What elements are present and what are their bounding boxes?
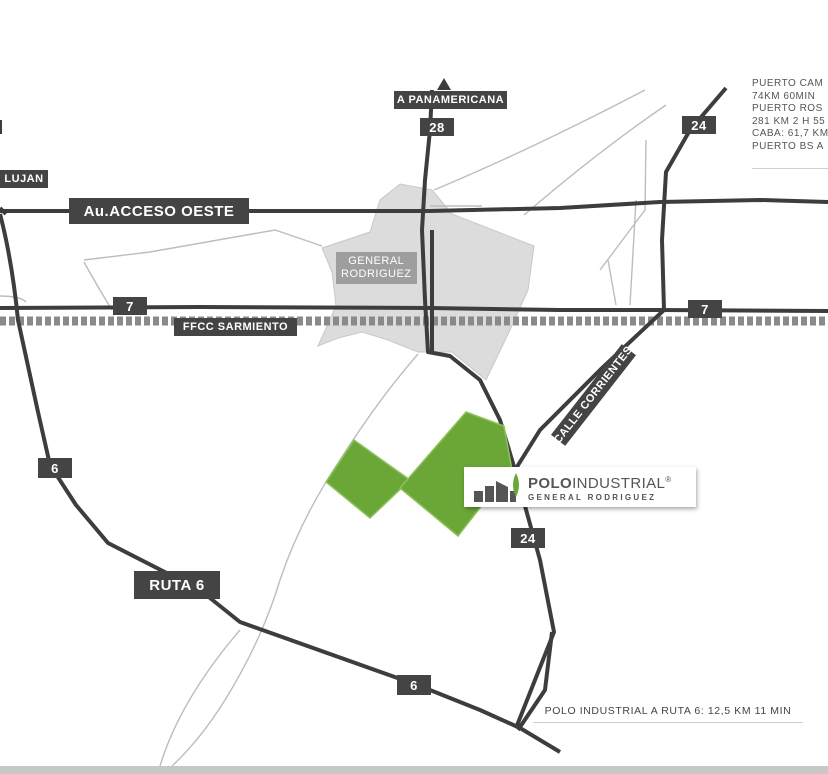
label-route-6-left: 6 [38, 458, 72, 478]
road-route-24-south-east [516, 631, 554, 732]
district-line-1: GENERAL [348, 255, 405, 267]
road-route-24 [513, 86, 728, 729]
distance-line: PUERTO BS A [752, 140, 824, 152]
logo-building-icon [474, 473, 519, 502]
bottom-border [0, 766, 828, 774]
label-route-7-left: 7 [113, 297, 147, 315]
distance-info-panel: PUERTO CAM 74KM 60MIN PUERTO ROS 281 KM … [752, 78, 828, 153]
district-line-2: RODRIGUEZ [341, 268, 412, 280]
distance-line: CABA: 61,7 KM [752, 128, 828, 139]
road-route-28 [420, 89, 517, 471]
label-ruta-6: RUTA 6 [134, 571, 220, 599]
label-acceso-oeste: Au.ACCESO OESTE [69, 198, 249, 224]
distance-line: PUERTO CAM [752, 78, 824, 89]
polo-industrial-logo: POLOINDUSTRIAL® GENERAL RODRIGUEZ [464, 467, 696, 507]
footnote-distance: POLO INDUSTRIAL A RUTA 6: 12,5 KM 11 MIN [533, 700, 803, 723]
label-panamericana: A PANAMERICANA [394, 91, 507, 109]
label-route-24-bottom: 24 [511, 528, 545, 548]
logo-name: POLOINDUSTRIAL® [528, 472, 672, 492]
distance-info-divider [752, 168, 828, 169]
logo-text: POLOINDUSTRIAL® GENERAL RODRIGUEZ [528, 472, 672, 503]
label-general-rodriguez: GENERAL RODRIGUEZ [336, 252, 417, 284]
label-ffcc-sarmiento: FFCC SARMIENTO [174, 318, 297, 336]
label-route-28: 28 [420, 118, 454, 136]
logo-leaf-icon [513, 473, 519, 497]
road-route-6 [0, 213, 562, 754]
logo-subtitle: GENERAL RODRIGUEZ [528, 492, 657, 502]
distance-line: 74KM 60MIN [752, 90, 816, 102]
label-route-7-right: 7 [688, 300, 722, 318]
distance-line: 281 KM 2 H 55 [752, 115, 826, 127]
logo-name-part2: INDUSTRIAL [572, 474, 666, 492]
road-lujan [0, 206, 8, 216]
north-arrow-icon [437, 78, 451, 90]
logo-name-part1: POLO [528, 474, 573, 492]
logo-registered: ® [665, 474, 672, 484]
label-lujan: LUJAN [0, 170, 48, 188]
label-route-6-bottom: 6 [397, 675, 431, 695]
label-route-24-top: 24 [682, 116, 716, 134]
distance-line: PUERTO ROS [752, 103, 823, 114]
